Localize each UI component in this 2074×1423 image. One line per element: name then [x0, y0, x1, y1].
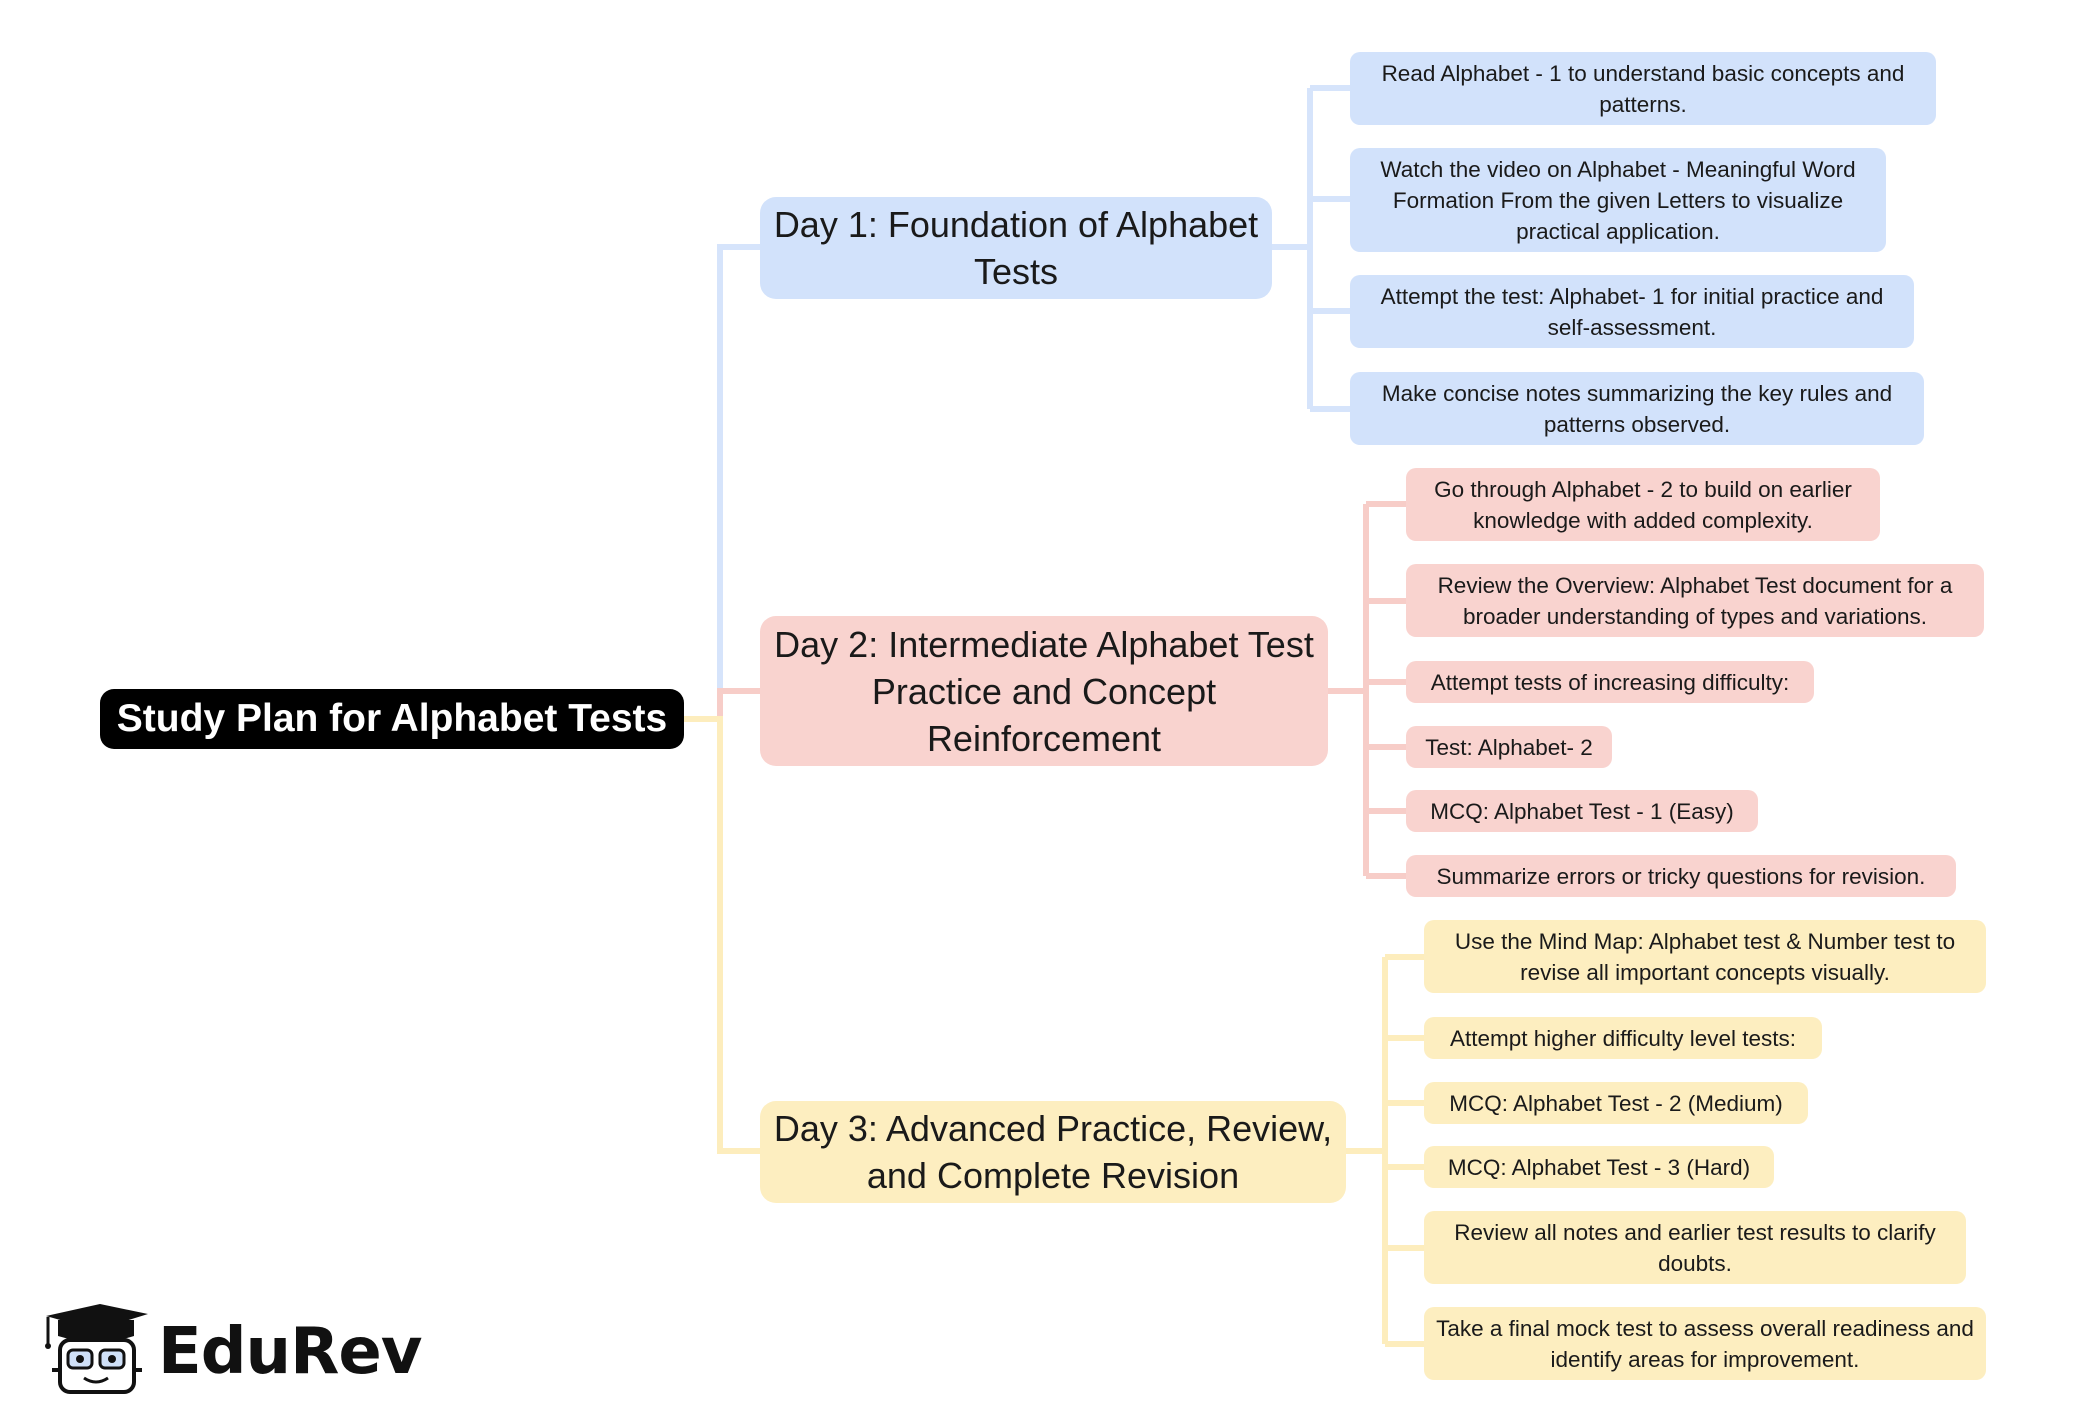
- day3-node: Day 3: Advanced Practice, Review, and Co…: [760, 1101, 1346, 1203]
- day2-item-3: Attempt tests of increasing difficulty:: [1406, 661, 1814, 703]
- day1-item-3: Attempt the test: Alphabet- 1 for initia…: [1350, 275, 1914, 348]
- day3-item-3: MCQ: Alphabet Test - 2 (Medium): [1424, 1082, 1808, 1124]
- day2-item-4: Test: Alphabet- 2: [1406, 726, 1612, 768]
- logo-text: EduRev: [158, 1314, 422, 1389]
- day2-item-6: Summarize errors or tricky questions for…: [1406, 855, 1956, 897]
- day3-item-6: Take a final mock test to assess overall…: [1424, 1307, 1986, 1380]
- day1-item-2: Watch the video on Alphabet - Meaningful…: [1350, 148, 1886, 252]
- connector-root-day3: [684, 716, 760, 1154]
- day2-item-1: Go through Alphabet - 2 to build on earl…: [1406, 468, 1880, 541]
- connector-root-day2: [684, 688, 760, 722]
- day2-item-2: Review the Overview: Alphabet Test docum…: [1406, 564, 1984, 637]
- day1-item-4: Make concise notes summarizing the key r…: [1350, 372, 1924, 445]
- day1-node: Day 1: Foundation of Alphabet Tests: [760, 197, 1272, 299]
- graduation-cap-mascot-icon: [38, 1300, 150, 1403]
- connector-day2-trunk: [1328, 504, 1369, 876]
- day3-item-1: Use the Mind Map: Alphabet test & Number…: [1424, 920, 1986, 993]
- day3-item-4: MCQ: Alphabet Test - 3 (Hard): [1424, 1146, 1774, 1188]
- root-node: Study Plan for Alphabet Tests: [100, 689, 684, 749]
- connector-root-day1: [684, 244, 760, 722]
- day2-item-5: MCQ: Alphabet Test - 1 (Easy): [1406, 790, 1758, 832]
- connector-day3-trunk: [1346, 957, 1388, 1344]
- day2-node: Day 2: Intermediate Alphabet Test Practi…: [760, 616, 1328, 766]
- day3-item-2: Attempt higher difficulty level tests:: [1424, 1017, 1822, 1059]
- edurev-logo: EduRev: [38, 1300, 422, 1403]
- day1-item-1: Read Alphabet - 1 to understand basic co…: [1350, 52, 1936, 125]
- connector-day1-trunk: [1272, 88, 1313, 409]
- day3-item-5: Review all notes and earlier test result…: [1424, 1211, 1966, 1284]
